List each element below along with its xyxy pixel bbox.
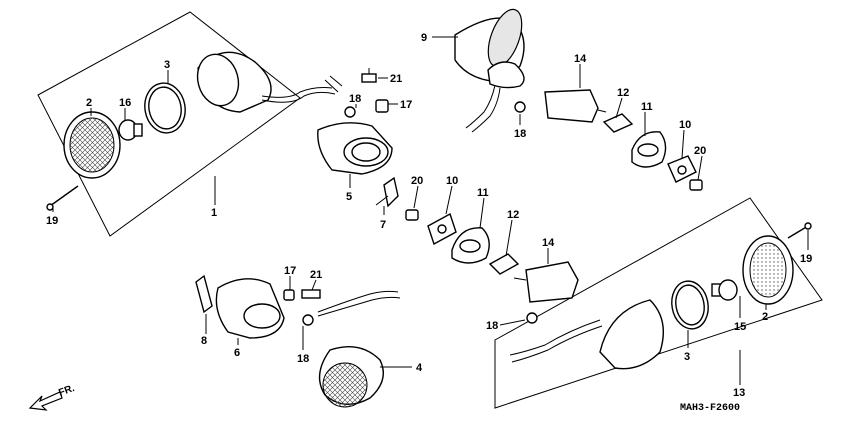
bulb-15 <box>711 279 738 301</box>
washer-10-upper <box>667 155 697 183</box>
grommet-11-upper <box>631 131 667 168</box>
label-14-lower: 14 <box>542 237 555 249</box>
part-labels: 2 16 3 19 1 21 18 17 5 7 9 14 18 12 11 1… <box>46 32 812 399</box>
label-18-lower-left: 18 <box>297 353 309 365</box>
label-6: 6 <box>234 347 240 359</box>
label-19-lower: 19 <box>800 253 812 265</box>
bracket-6 <box>215 278 285 339</box>
grommet-11-lower <box>451 227 490 264</box>
label-19-upper: 19 <box>46 215 58 227</box>
label-1: 1 <box>211 207 217 219</box>
washer-10-lower <box>427 212 457 246</box>
label-2-upper: 2 <box>86 97 92 109</box>
label-11-upper: 11 <box>641 101 653 113</box>
rubber-ring-3 <box>144 82 186 134</box>
front-arrow-label: FR. <box>57 383 76 399</box>
assembly-box-right-front <box>494 197 823 409</box>
label-17-upper: 17 <box>400 99 412 111</box>
turn-signal-lens-4 <box>318 346 384 408</box>
label-3-upper: 3 <box>164 59 170 71</box>
label-3-lower: 3 <box>684 351 690 363</box>
nut-20-upper <box>689 179 703 191</box>
nut-17-upper <box>375 99 389 113</box>
front-arrow: FR. <box>28 383 76 411</box>
turn-signal-lens-2-lower <box>742 235 794 305</box>
diagram-code: MAH3-F2600 <box>680 403 740 414</box>
clip-8 <box>195 274 213 314</box>
label-10-upper: 10 <box>679 119 691 131</box>
turn-signal-lens-2 <box>63 111 121 179</box>
collar-18-upper-right <box>514 101 526 113</box>
label-15: 15 <box>734 321 746 333</box>
label-21-upper: 21 <box>390 73 402 85</box>
turn-signal-housing-lower-right <box>509 299 664 370</box>
screw-19-lower <box>787 222 812 239</box>
bolt-21-lower <box>301 289 321 299</box>
label-5: 5 <box>346 191 352 203</box>
label-18-upper-left: 18 <box>349 93 361 105</box>
label-10-lower: 10 <box>446 175 458 187</box>
screw-19-upper <box>46 185 79 211</box>
label-12-upper: 12 <box>617 87 629 99</box>
label-4: 4 <box>416 362 423 374</box>
label-9: 9 <box>421 32 427 44</box>
label-8: 8 <box>201 335 207 347</box>
label-11-lower: 11 <box>477 187 489 199</box>
label-21-lower: 21 <box>310 269 322 281</box>
label-18-upper-right: 18 <box>514 128 526 140</box>
plate-12-lower <box>488 253 520 275</box>
label-2-lower: 2 <box>762 311 768 323</box>
clip-7 <box>375 176 399 208</box>
turn-signal-housing-9 <box>454 8 525 133</box>
turn-signal-housing-upper-left <box>196 51 343 113</box>
collar-18-lower-left <box>302 314 314 326</box>
label-14-upper: 14 <box>574 53 587 65</box>
socket-14-lower <box>513 261 579 303</box>
nut-20-lower <box>405 209 419 221</box>
label-16: 16 <box>119 97 131 109</box>
bracket-5 <box>317 122 393 175</box>
bulb-16 <box>118 119 143 141</box>
bolt-21-upper <box>361 68 377 83</box>
collar-18-lower-right <box>526 312 538 324</box>
collar-18-upper-left <box>344 106 356 118</box>
nut-17-lower <box>283 289 295 301</box>
socket-14-upper <box>544 89 607 123</box>
assembly-box-left-front <box>37 11 301 237</box>
wire-harness-lower-left <box>317 290 401 317</box>
label-17-lower: 17 <box>284 265 296 277</box>
label-18-lower-right: 18 <box>486 320 498 332</box>
leader-lines <box>52 36 809 385</box>
label-12-lower: 12 <box>507 209 519 221</box>
label-20-lower: 20 <box>411 175 423 187</box>
rubber-ring-3-lower <box>671 280 709 330</box>
label-20-upper: 20 <box>694 145 706 157</box>
plate-12-upper <box>602 113 634 133</box>
label-7: 7 <box>380 219 386 231</box>
label-13: 13 <box>733 387 745 399</box>
